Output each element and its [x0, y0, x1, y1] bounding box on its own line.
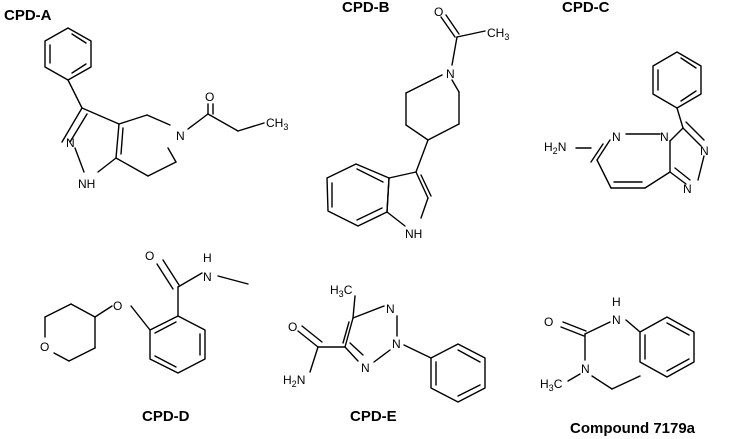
structure-bonds	[297, 295, 486, 403]
atom-label: NH	[78, 177, 95, 191]
structure-bonds	[575, 51, 705, 189]
atom-label: N	[386, 302, 395, 316]
atom-label: O	[145, 249, 154, 263]
atom-label: N	[683, 182, 692, 196]
atom-label: H3C	[540, 377, 563, 393]
atom-label: H3C	[330, 283, 353, 299]
structure-bonds	[44, 27, 265, 177]
structure-bonds	[326, 14, 486, 227]
atom-label: N	[660, 130, 669, 144]
compound-cpd-e: CPD-E H3C N N N O H	[283, 283, 486, 425]
atom-label: H2N	[283, 373, 305, 389]
compound-cpd-d: CPD-D O H N O O	[40, 249, 249, 425]
atom-label: N	[176, 129, 185, 143]
compound-label: Compound 7179a	[570, 420, 696, 437]
atom-label: H	[203, 251, 212, 265]
structure-bonds	[560, 316, 695, 390]
compound-cpd-c: CPD-C H2N	[544, 0, 709, 196]
atom-label: O	[544, 315, 553, 329]
atom-label: O	[205, 90, 214, 104]
atom-label: H	[612, 295, 621, 309]
atom-label: N	[612, 130, 621, 144]
atom-label: N	[203, 270, 212, 284]
atom-label: N	[392, 337, 401, 351]
compound-cpd-a: CPD-A	[4, 7, 288, 191]
atom-label: O	[434, 5, 443, 19]
structure-bonds	[44, 259, 249, 374]
atom-label: N	[612, 313, 621, 327]
compound-label: CPD-A	[4, 7, 52, 24]
atom-label: N	[66, 136, 75, 150]
atom-label: N	[446, 67, 455, 81]
atom-label: N	[700, 144, 709, 158]
atom-label: O	[288, 320, 297, 334]
atom-label: N	[361, 361, 370, 375]
atom-label: NH	[405, 227, 422, 241]
compound-label: CPD-E	[350, 408, 397, 425]
atom-label: CH3	[487, 26, 509, 42]
compound-cpd-b: CPD-B	[326, 0, 509, 241]
compound-label: CPD-D	[142, 408, 190, 425]
atom-label: O	[40, 340, 49, 354]
atom-label: O	[113, 299, 122, 313]
compound-label: CPD-C	[562, 0, 610, 16]
atom-label: CH3	[266, 116, 288, 132]
compound-label: CPD-B	[342, 0, 390, 16]
atom-label: H2N	[544, 140, 566, 156]
compound-7179a: Compound 7179a O H N N H3C	[540, 295, 696, 437]
atom-label: N	[581, 362, 590, 376]
